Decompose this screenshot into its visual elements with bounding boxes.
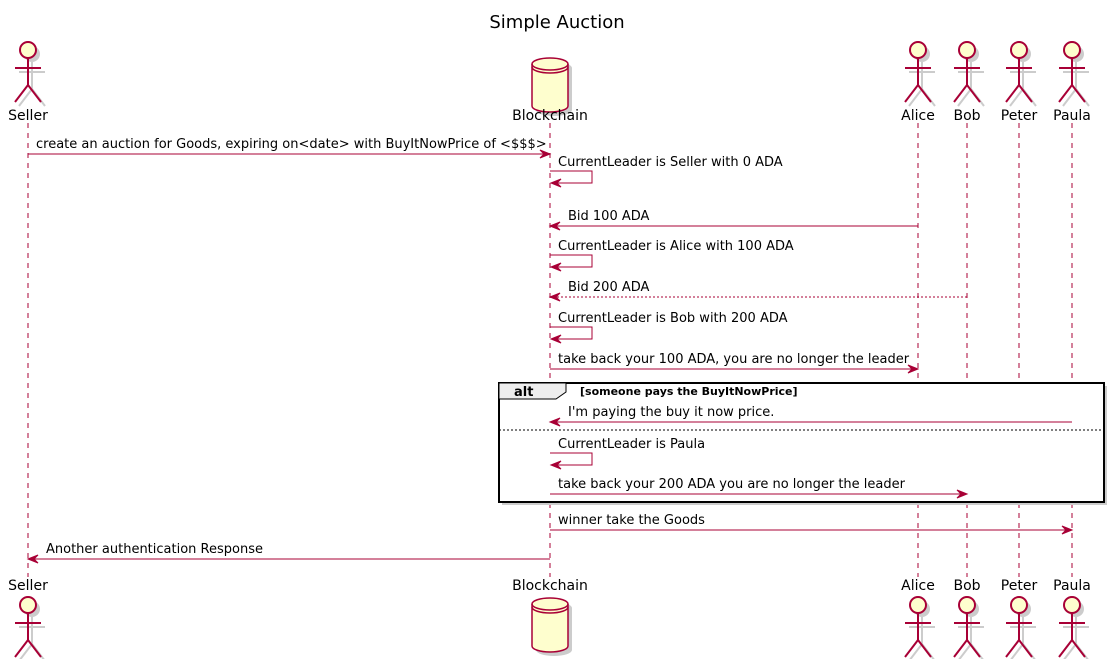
- participant-label-top-blockchain: Blockchain: [512, 108, 588, 124]
- arrowhead: [549, 334, 562, 344]
- database-icon-blockchain: [531, 57, 572, 116]
- actor-icon-bob: [953, 41, 985, 107]
- participant-label-bottom-peter: Peter: [1001, 578, 1038, 594]
- message-label: create an auction for Goods, expiring on…: [36, 137, 547, 152]
- message-label: Another authentication Response: [46, 542, 263, 557]
- alt-condition: [someone pays the BuyItNowPrice]: [580, 385, 798, 398]
- message-label: Bid 100 ADA: [568, 209, 650, 224]
- alt-frame-border: [498, 382, 1105, 503]
- message-label: winner take the Goods: [558, 513, 705, 528]
- alt-label: alt: [514, 385, 533, 400]
- participants-top: Seller Blockchain Alice Bob Peter Paula: [8, 41, 1091, 124]
- actor-icon-paula: [1058, 41, 1090, 107]
- participant-label-top-paula: Paula: [1053, 108, 1091, 124]
- actor-icon-alice: [904, 41, 936, 107]
- message-label: take back your 200 ADA you are no longer…: [558, 477, 906, 492]
- message-label: I'm paying the buy it now price.: [568, 405, 774, 420]
- message-label: take back your 100 ADA, you are no longe…: [558, 352, 910, 367]
- participant-label-top-bob: Bob: [953, 108, 980, 124]
- participants-bottom: Seller Blockchain Alice Bob Peter Paula: [8, 578, 1091, 659]
- arrowhead: [1061, 525, 1074, 535]
- messages: create an auction for Goods, expiring on…: [26, 137, 1074, 564]
- actor-icon-bob: [953, 596, 984, 659]
- arrowhead: [26, 554, 39, 564]
- participant-label-top-peter: Peter: [1001, 108, 1038, 124]
- self-message-line: [550, 254, 593, 268]
- participant-label-bottom-alice: Alice: [901, 578, 935, 594]
- actor-icon-seller: [14, 41, 46, 107]
- message-7: take back your 100 ADA, you are no longe…: [550, 352, 920, 374]
- database-icon-blockchain: [531, 597, 572, 656]
- actor-icon-seller: [14, 596, 45, 659]
- participant-label-bottom-blockchain: Blockchain: [512, 578, 588, 594]
- message-6: CurrentLeader is Bob with 200 ADA: [549, 311, 788, 344]
- alt-fragment: alt [someone pays the BuyItNowPrice]: [498, 382, 1107, 505]
- actor-icon-peter: [1005, 41, 1037, 107]
- participant-label-top-seller: Seller: [8, 108, 48, 124]
- message-label: Bid 200 ADA: [568, 280, 650, 295]
- message-5: Bid 200 ADA: [548, 280, 967, 302]
- actor-icon-paula: [1058, 596, 1089, 659]
- message-10: take back your 200 ADA you are no longer…: [550, 477, 969, 499]
- message-4: CurrentLeader is Alice with 100 ADA: [549, 239, 794, 272]
- arrowhead: [907, 364, 920, 374]
- message-3: Bid 100 ADA: [548, 209, 918, 231]
- message-label: CurrentLeader is Paula: [558, 437, 705, 452]
- arrowhead: [549, 178, 562, 188]
- self-message-line: [550, 170, 593, 184]
- message-12: Another authentication Response: [26, 542, 550, 564]
- arrowhead: [548, 417, 561, 427]
- message-label: CurrentLeader is Bob with 200 ADA: [558, 311, 788, 326]
- message-label: CurrentLeader is Seller with 0 ADA: [558, 155, 783, 170]
- message-11: winner take the Goods: [550, 513, 1074, 535]
- diagram-title: Simple Auction: [489, 12, 624, 33]
- actor-icon-alice: [904, 596, 935, 659]
- message-9: CurrentLeader is Paula: [549, 437, 705, 470]
- message-8: I'm paying the buy it now price.: [548, 405, 1072, 427]
- arrowhead: [548, 292, 561, 302]
- message-1: create an auction for Goods, expiring on…: [28, 137, 552, 159]
- participant-label-top-alice: Alice: [901, 108, 935, 124]
- message-2: CurrentLeader is Seller with 0 ADA: [549, 155, 783, 188]
- message-label: CurrentLeader is Alice with 100 ADA: [558, 239, 794, 254]
- arrowhead: [549, 460, 562, 470]
- arrowhead: [956, 489, 969, 499]
- arrowhead: [539, 149, 552, 159]
- self-message-line: [550, 452, 593, 466]
- participant-label-bottom-paula: Paula: [1053, 578, 1091, 594]
- lifelines: [27, 123, 1073, 577]
- arrowhead: [549, 262, 562, 272]
- arrowhead: [548, 221, 561, 231]
- alt-tab: [498, 382, 567, 400]
- self-message-line: [550, 326, 593, 340]
- participant-label-bottom-seller: Seller: [8, 578, 48, 594]
- participant-label-bottom-bob: Bob: [953, 578, 980, 594]
- actor-icon-peter: [1005, 596, 1036, 659]
